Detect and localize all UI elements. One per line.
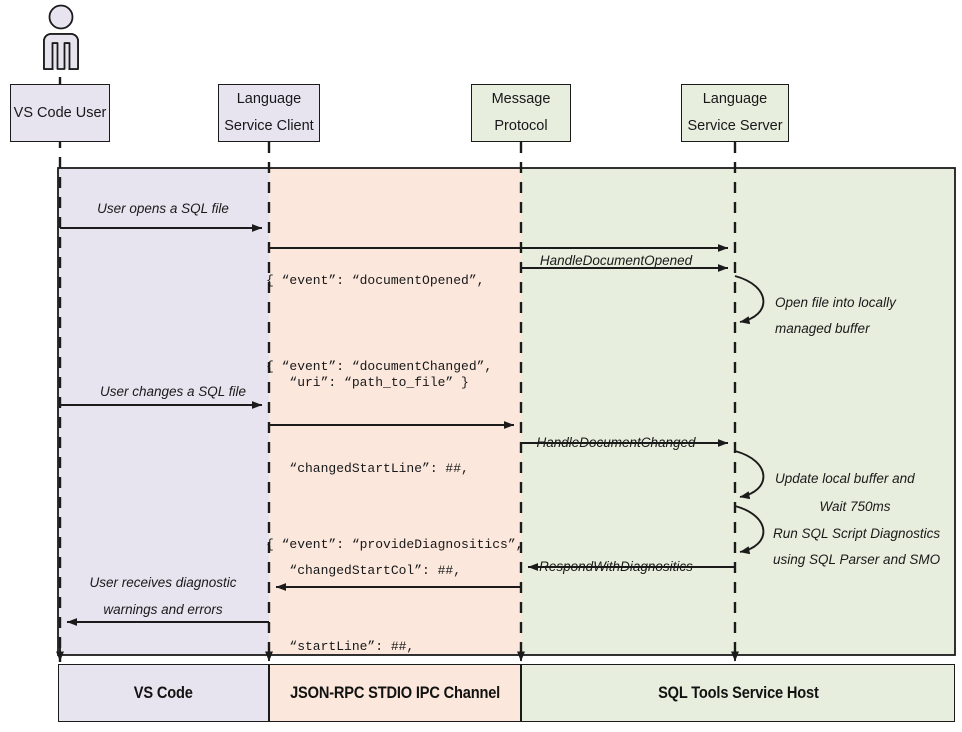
label-open-file-into-buffer-line2: managed buffer: [775, 321, 870, 336]
footer-jsonrpc[interactable]: JSON-RPC STDIO IPC Channel: [269, 664, 521, 722]
footer-sql-tools-host[interactable]: SQL Tools Service Host: [521, 664, 955, 722]
label-run-sql-script-diagnostics-line2: using SQL Parser and SMO: [773, 552, 941, 567]
footer-vs-code[interactable]: VS Code: [58, 664, 269, 722]
payload-line: { “event”: “provideDiagnositics”,: [266, 537, 524, 552]
participant-language-service-client[interactable]: Language Service Client: [218, 84, 320, 142]
lifelines: [58, 77, 737, 662]
payload-line: { “event”: “documentOpened”,: [266, 273, 485, 288]
participant-message-protocol[interactable]: Message Protocol: [471, 84, 571, 142]
label-user-changes-sql-file: User changes a SQL file: [99, 384, 247, 399]
label-update-buffer-and-wait-line2: Wait 750ms: [819, 499, 891, 514]
label-run-sql-script-diagnostics-line1: Run SQL Script Diagnostics: [773, 526, 941, 541]
document-opened-payload: { “event”: “documentOpened”, “uri”: “pat…: [266, 196, 484, 468]
loop-update-buffer-and-wait: [734, 450, 765, 500]
label-handle-document-opened: HandleDocumentOpened: [539, 253, 693, 268]
loop-open-file-into-buffer: [734, 275, 765, 325]
participant-label-line1: Language: [702, 91, 768, 108]
payload-line: “changedStartCol”: ##,: [266, 563, 462, 578]
band-sql-tools-host-right: [905, 168, 955, 655]
label-respond-with-diagnositics: RespondWithDiagnositics: [539, 559, 693, 574]
label-update-buffer-and-wait-line1: Update local buffer and: [775, 471, 915, 486]
self-call-loops: [734, 275, 765, 555]
message-arrows: [60, 224, 735, 626]
payload-line: “changedStartLine”: ##,: [266, 461, 469, 476]
participant-vs-code-user[interactable]: VS Code User: [10, 84, 110, 142]
footer-label: JSON-RPC STDIO IPC Channel: [289, 683, 500, 702]
footer-label: VS Code: [134, 683, 193, 702]
payload-line: “uri”: “path_to_file” }: [266, 375, 469, 390]
lifeline-tails: [56, 648, 739, 662]
participant-label-line1: VS Code User: [13, 104, 107, 121]
band-jsonrpc: [269, 168, 521, 655]
label-open-file-into-buffer-line1: Open file into locally: [775, 295, 896, 310]
footer-label: SQL Tools Service Host: [657, 683, 819, 702]
band-vs-code: [58, 168, 269, 655]
label-handle-document-changed: HandleDocumentChanged: [536, 435, 696, 450]
participant-label-line2: Service Server: [687, 118, 783, 134]
payload-line: “startLine”: ##,: [266, 639, 415, 654]
band-sql-tools-host-left: [521, 168, 905, 655]
provide-diagnositics-payload: { “event”: “provideDiagnositics”, “start…: [266, 460, 523, 732]
payload-line: { “event”: “documentChanged”,: [266, 359, 493, 374]
vs-code-user-actor-icon: [43, 4, 79, 70]
label-user-receives-diagnostics-line2: warnings and errors: [103, 602, 223, 617]
label-user-receives-diagnostics-line1: User receives diagnostic: [89, 575, 237, 590]
participant-label-line1: Message: [491, 91, 551, 108]
loop-run-sql-script-diagnostics: [734, 505, 765, 555]
participant-label-line1: Language: [236, 91, 302, 108]
participant-label-line2: Service Client: [224, 118, 314, 134]
label-user-opens-sql-file: User opens a SQL file: [97, 201, 229, 216]
participant-label-line2: Protocol: [494, 118, 548, 134]
participant-language-service-server[interactable]: Language Service Server: [681, 84, 789, 142]
